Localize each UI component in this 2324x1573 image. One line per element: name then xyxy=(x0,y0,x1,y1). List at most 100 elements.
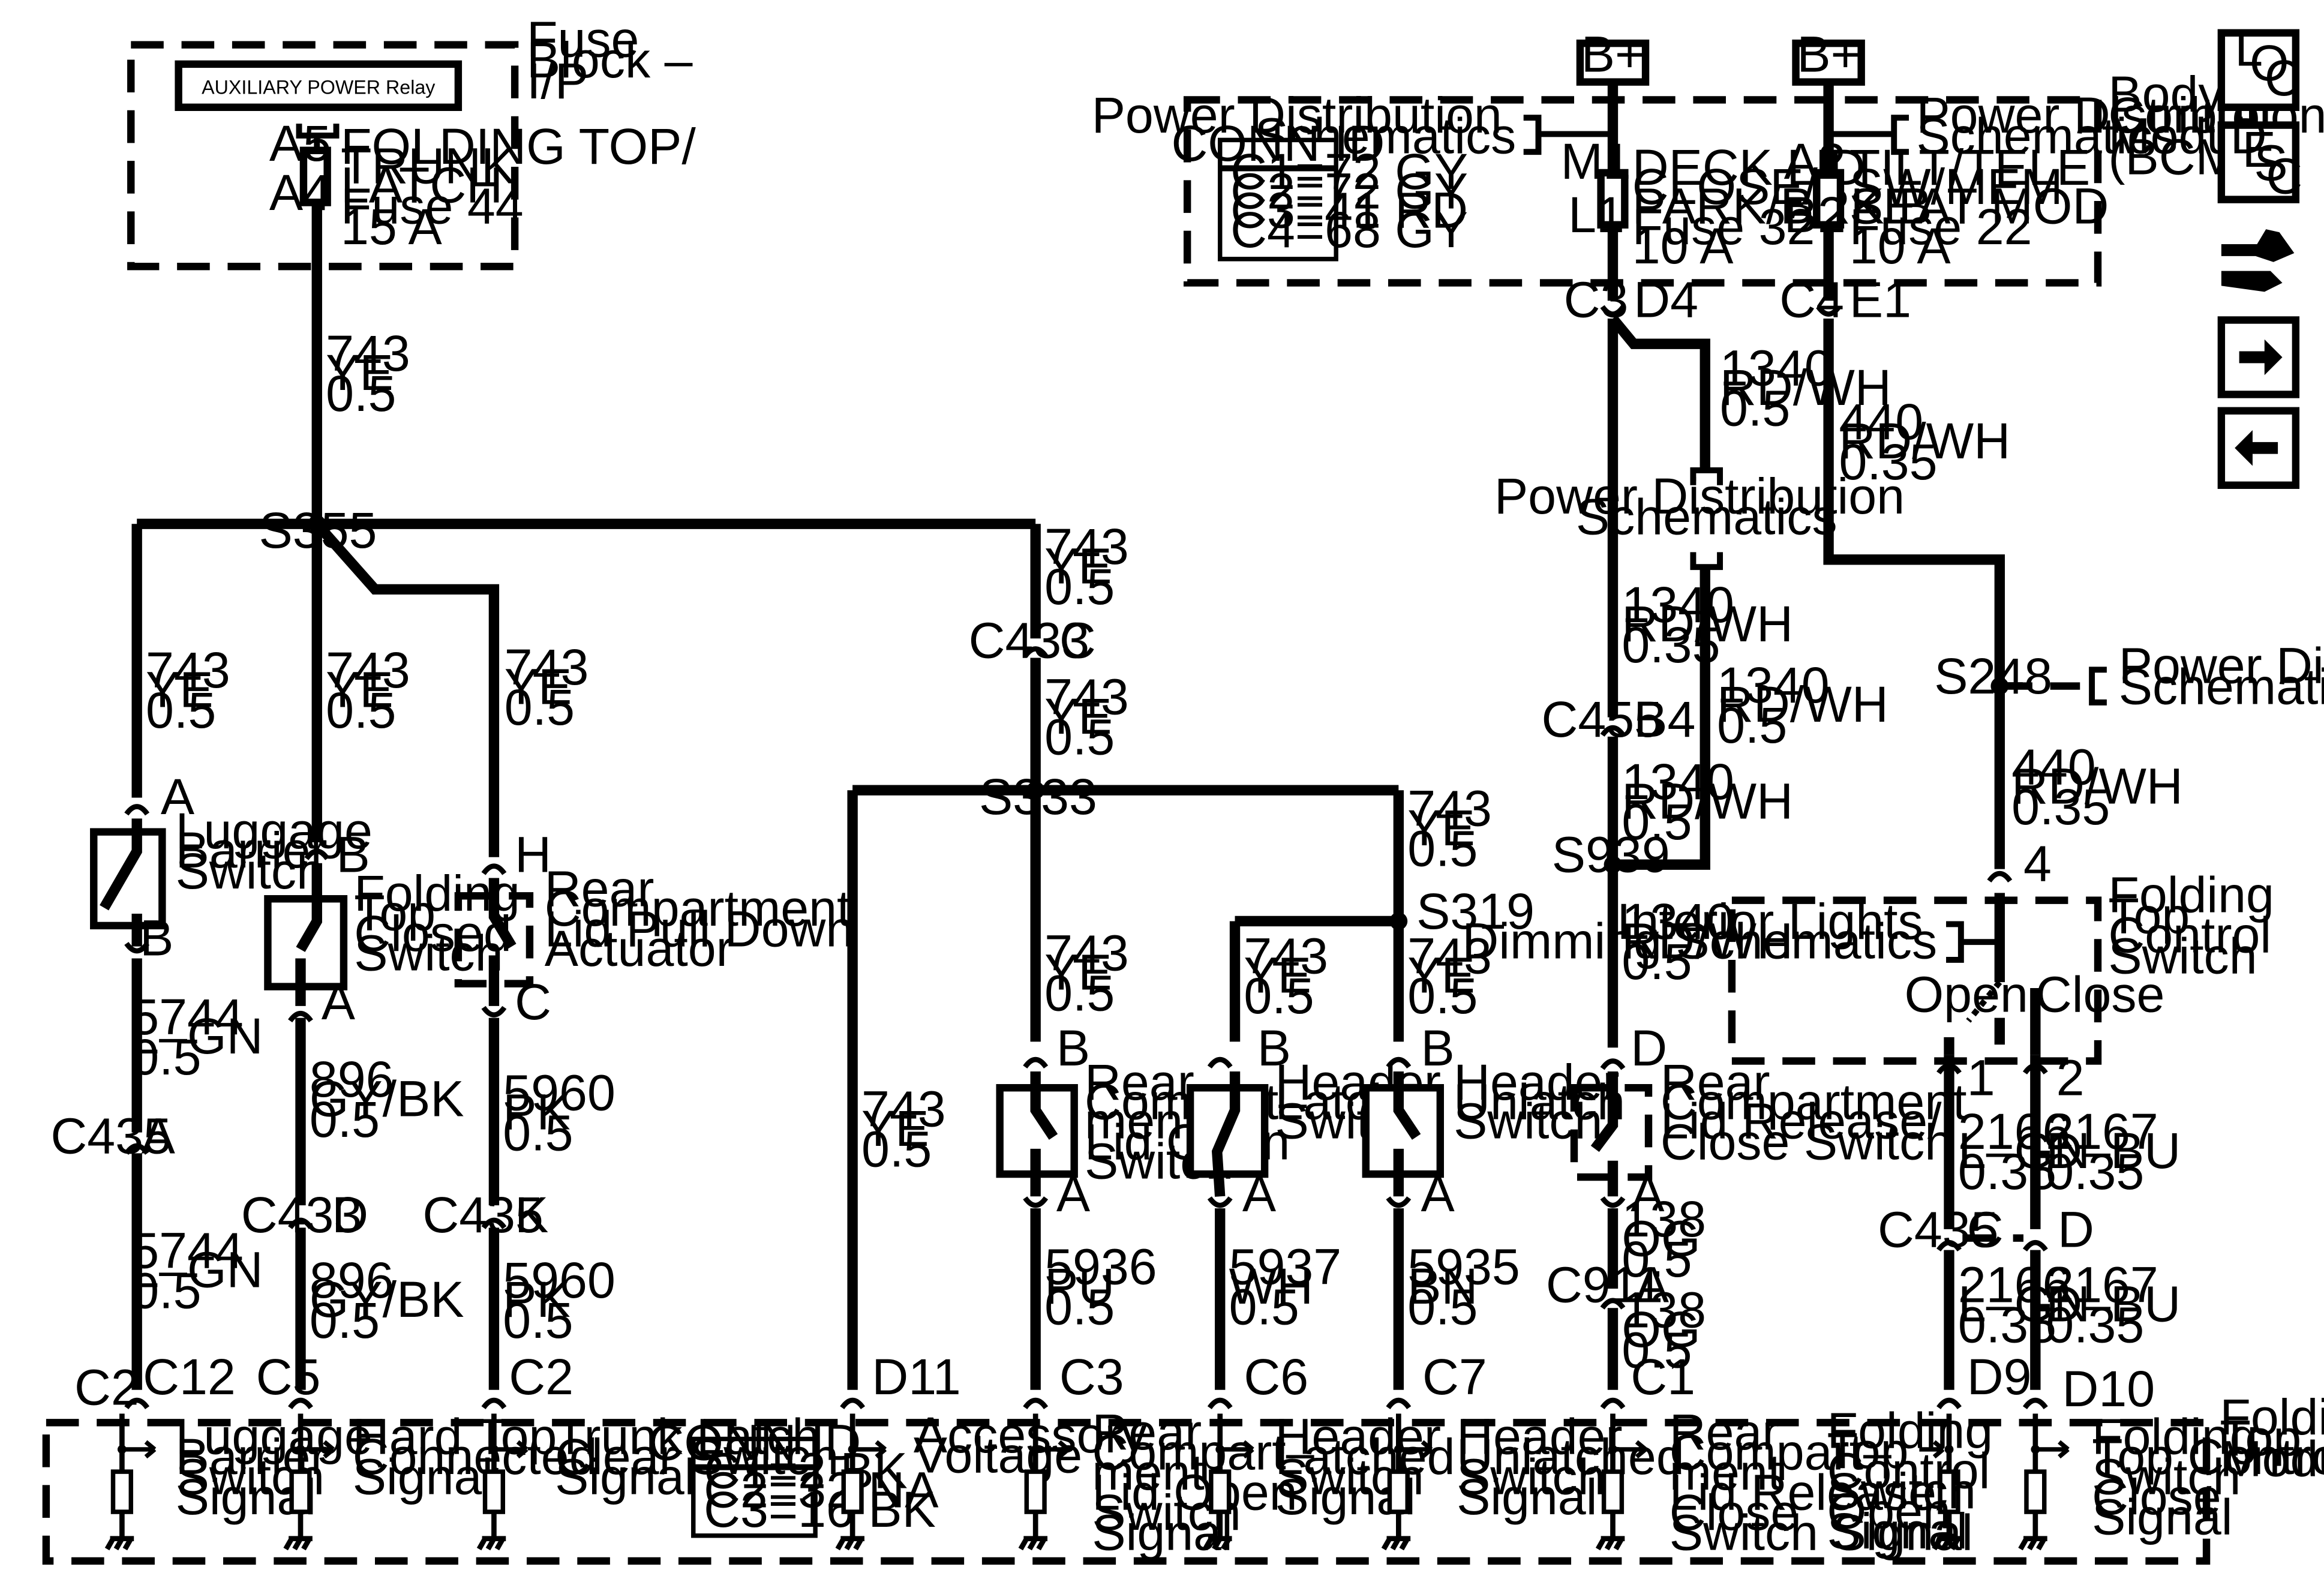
splice-s939 xyxy=(1604,855,1622,874)
switch-close-label: Close xyxy=(2035,966,2165,1023)
fuse-32 xyxy=(1597,169,1629,229)
conn-c435-a-pin: A xyxy=(142,1107,176,1164)
bcm-conn-id-list: C1=72 GY C2=72 GY C3=41 RD C4=68 GY xyxy=(1230,143,1482,258)
bplus-2-label: B+ xyxy=(1797,26,1860,82)
bplus-2 xyxy=(1792,39,1865,86)
wire-896-a: 896GY/BK0.5 xyxy=(310,1051,464,1148)
power-distribution-mid: Power Distribution Schematics xyxy=(1494,467,1919,571)
resistor-icon xyxy=(2024,1469,2047,1514)
header-unlatch-pin-b: B xyxy=(1421,1020,1455,1076)
pin-l1: L1 xyxy=(1568,187,1625,243)
module-signal-label: Trunk LatchClear SwitchSignal xyxy=(555,1408,839,1505)
resistor-icon xyxy=(1601,1469,1625,1514)
ground-icon xyxy=(835,1413,864,1551)
module-signal-label: HeaderUnlatchedSwitchSignal xyxy=(1457,1408,1685,1524)
wire-440-a: 440RD/WH0.35 xyxy=(1839,394,2010,490)
module-conn-label: C7 xyxy=(1422,1349,1487,1405)
bcm-name: Body Control Module (BCM) xyxy=(2108,66,2288,185)
wire-743-g: 743YE0.5 xyxy=(1044,924,1129,1021)
body-control-module: B+ B+ Body Control Module (BCM) Power Di… xyxy=(1092,26,2324,328)
fuse-block-name: Fuse Block – I/P xyxy=(527,11,707,109)
module-signal-label: LuggageBarrierSwitchSignal xyxy=(176,1408,373,1524)
resistor-icon xyxy=(289,1469,312,1514)
module-conn-label: C1 xyxy=(1631,1349,1695,1405)
wire-5960-a: 5960PK0.5 xyxy=(503,1064,615,1161)
pull-down-pin-c: C xyxy=(515,974,551,1030)
module-conn-id-box xyxy=(691,1436,818,1538)
connector-icon[interactable] xyxy=(2221,229,2295,292)
resistor-icon xyxy=(1024,1469,1047,1514)
wire-network xyxy=(131,202,2080,1390)
back-arrow-icon[interactable] xyxy=(2217,407,2300,489)
ground-icon xyxy=(1595,1413,1625,1551)
module-name: Folding Top Module xyxy=(2220,1389,2324,1487)
desc-icon[interactable]: D E S C xyxy=(2217,108,2302,205)
relay-label: AUXILIARY POWER Relay xyxy=(202,76,436,98)
signal-arrow-icon xyxy=(2035,1440,2070,1459)
module-signal-label: FoldingTop ControlSwitchCloseSignal xyxy=(2092,1408,2324,1545)
svg-text:E: E xyxy=(2242,121,2276,178)
wire-743-j: 743YE0.5 xyxy=(861,1081,946,1178)
fuse-22 xyxy=(1813,169,1845,229)
folding-top-pin-a: A xyxy=(322,974,356,1030)
pds-mid-label: Power Distribution Schematics xyxy=(1494,468,1919,545)
splice-s319-label: S319 xyxy=(1416,883,1535,939)
module-signal-label: AccessoryVoltage xyxy=(914,1407,1147,1483)
forward-arrow-icon[interactable] xyxy=(2217,316,2300,398)
rear-lid-open-pin-b: B xyxy=(1056,1020,1090,1076)
svg-text:L: L xyxy=(2235,20,2263,76)
splice-s248 xyxy=(1990,677,2009,695)
splice-s319 xyxy=(1389,912,1408,930)
bcm-conn-id-title: CONN ID xyxy=(1171,115,1385,172)
ground-icon xyxy=(1932,1413,1961,1551)
signal-arrow-icon xyxy=(1613,1440,1647,1459)
wire-1340-e: 1340RD/WH0.5 xyxy=(1622,893,1793,990)
ground-icon xyxy=(2018,1413,2047,1551)
wire-743-e: 743YE0.5 xyxy=(1044,669,1129,766)
luggage-pin-b: B xyxy=(140,909,173,966)
fuse-44-label: FOLDING TOP/ TRUNK LATCH Fuse 44 15 A xyxy=(341,118,710,255)
ground-icon xyxy=(476,1413,506,1551)
switch-open-label: Open xyxy=(1905,966,2028,1023)
module-signal-label: HeaderLatchedSwitchSignal xyxy=(1275,1408,1455,1524)
conn-c433-d: C433 xyxy=(241,1187,362,1243)
wire-1340-a: 1340RD/WH0.5 xyxy=(1720,340,1891,437)
ground-icon xyxy=(104,1413,134,1551)
module-conn-id-list: C1=2 BK C2=32 NA C3=16 BK xyxy=(704,1442,953,1537)
ground-icon xyxy=(1381,1413,1411,1551)
wire-743-d: 743YE0.5 xyxy=(1044,518,1129,615)
bcm-pin-e1: E1 xyxy=(1849,272,1911,328)
nav-panel[interactable]: L O C D E S C xyxy=(2217,20,2302,489)
wire-5744-a: 5744L–GN0.5 xyxy=(131,989,263,1085)
rear-lid-open-pin-a: A xyxy=(1056,1166,1091,1222)
wire-743-f: 743YE0.5 xyxy=(1407,781,1492,877)
rear-pull-down-actuator: H C Rear Compartment Lid Pull Down Actua… xyxy=(454,827,854,1030)
loc-icon[interactable]: L O C xyxy=(2217,20,2301,112)
luggage-barrier-switch: A B Luggage Barrier Switch xyxy=(90,769,373,966)
power-distribution-s248: Power Distribution Schematics xyxy=(2089,638,2324,715)
bcm-outline xyxy=(1183,96,2102,287)
pin-a2: A2 xyxy=(1784,133,1846,190)
splice-s939-label: S939 xyxy=(1552,827,1670,883)
resistor-icon xyxy=(841,1469,864,1514)
wire-1340-c: 1340RD/WH0.5 xyxy=(1717,657,1888,754)
pds-left-bracket xyxy=(1523,115,1613,155)
svg-text:C: C xyxy=(2265,50,2301,106)
bplus-1 xyxy=(1576,39,1650,86)
wire-5935: 5935BN0.5 xyxy=(1407,1239,1520,1335)
wire-743-h: 743YE0.5 xyxy=(1244,927,1328,1024)
control-pin-4: 4 xyxy=(2023,835,2052,891)
rear-release-switch: D A Rear Compartment Lid Release/ Close … xyxy=(1570,1020,1967,1222)
wire-5960-b: 5960PK0.5 xyxy=(503,1252,615,1349)
svg-text:D: D xyxy=(2230,108,2267,164)
auxiliary-power-relay xyxy=(175,60,463,112)
resistor-icon xyxy=(1209,1469,1232,1514)
module-conn-label: C2 xyxy=(509,1349,574,1405)
module-conn-id-title: CONN ID xyxy=(647,1414,861,1470)
conn-c455: C455 xyxy=(1541,691,1662,748)
connector-marks xyxy=(124,305,2048,1410)
module-signal-label: RearCompart–mentLid Release/CloseSwitch … xyxy=(1670,1404,1973,1560)
resistor-icon xyxy=(1387,1469,1410,1514)
